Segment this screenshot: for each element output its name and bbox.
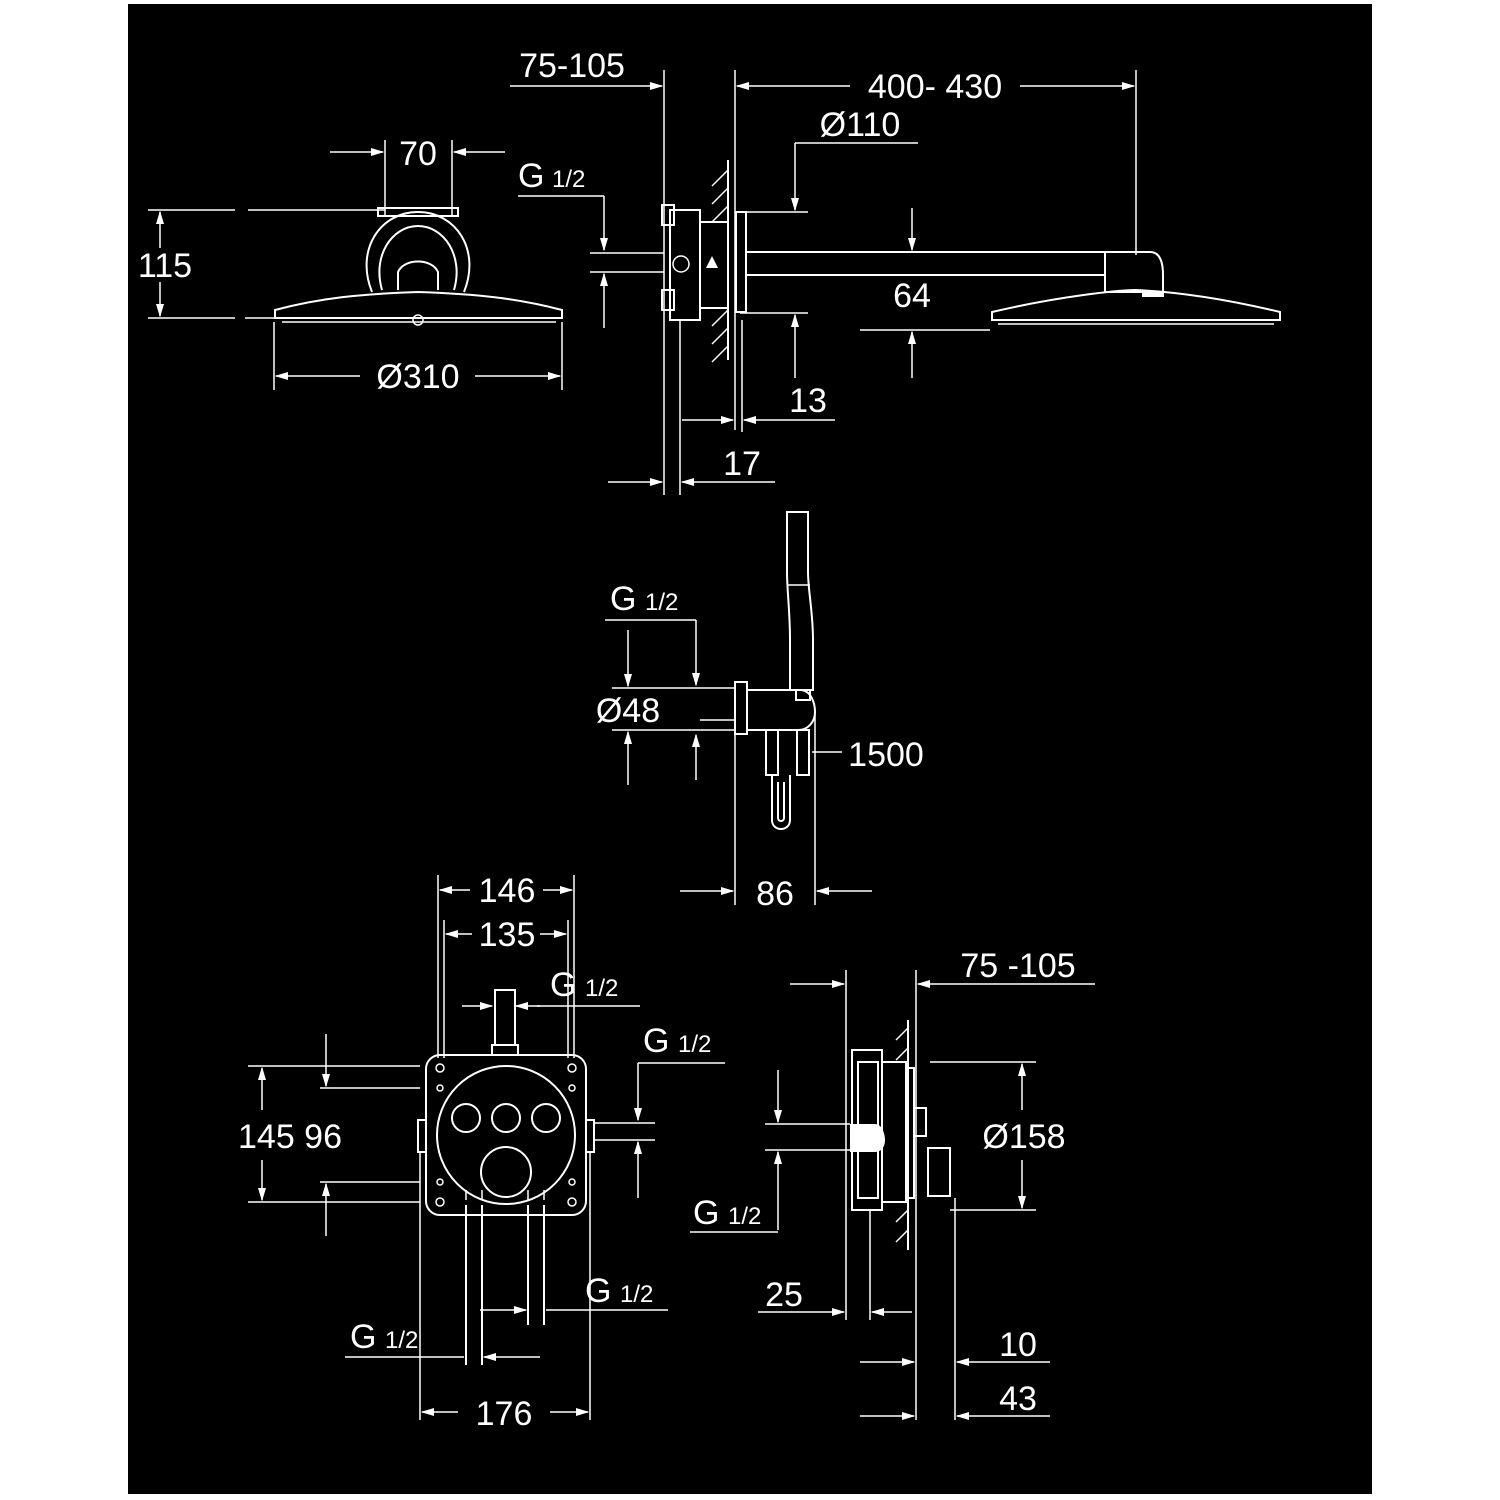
dim-86: 86 [756, 875, 794, 913]
dim-70: 70 [399, 135, 437, 173]
thread-g-valve-right: G [643, 1022, 669, 1060]
dim-75-105-valve: 75 -105 [960, 947, 1075, 985]
thread-g-arm: G [518, 157, 544, 195]
dim-17: 17 [723, 445, 761, 483]
thread-fraction-hand: 1/2 [645, 589, 678, 616]
dim-13: 13 [789, 382, 827, 420]
thread-fraction-arm: 1/2 [552, 166, 585, 193]
dim-145-96: 145 96 [238, 1118, 342, 1156]
thread-fraction-valve-bottom-right: 1/2 [620, 1281, 653, 1308]
dim-10: 10 [999, 1326, 1037, 1364]
thread-g-valve-bottom-left: G [350, 1318, 376, 1356]
dim-75-105-top: 75-105 [519, 47, 625, 85]
dim-1500: 1500 [848, 736, 924, 774]
dim-146: 146 [479, 872, 536, 910]
thread-g-side: G [693, 1194, 719, 1232]
thread-fraction-valve-top: 1/2 [585, 975, 618, 1002]
dim-25: 25 [765, 1276, 803, 1314]
thread-g-hand: G [610, 580, 636, 618]
drawing-background [128, 4, 1372, 1494]
thread-g-valve-bottom-right: G [585, 1272, 611, 1310]
thread-g-valve-top: G [550, 966, 576, 1004]
thread-fraction-side: 1/2 [728, 1203, 761, 1230]
valve-side-view: 75 -105 G 1/2 Ø158 25 [690, 947, 1095, 1421]
dim-diameter-310: Ø310 [376, 358, 459, 396]
valve-front-view: 146 135 G 1/2 [238, 872, 725, 1433]
dim-diameter-48: Ø48 [596, 692, 660, 730]
dim-176: 176 [476, 1395, 533, 1433]
shower-head-front-view: 70 115 Ø310 [138, 135, 563, 396]
thread-fraction-valve-right: 1/2 [678, 1031, 711, 1058]
dim-diameter-158: Ø158 [982, 1118, 1065, 1156]
dim-64: 64 [893, 277, 931, 315]
dim-400-430: 400- 430 [868, 68, 1002, 106]
dim-135: 135 [479, 916, 536, 954]
dim-115: 115 [138, 247, 192, 285]
shower-arm-side-view: 75-105 400- 430 Ø110 G 1/2 [510, 47, 1281, 495]
thread-fraction-valve-bottom-left: 1/2 [385, 1327, 418, 1354]
dim-43: 43 [999, 1380, 1037, 1418]
hand-shower-view: G 1/2 Ø48 1500 86 [596, 511, 924, 913]
dim-diameter-110: Ø110 [820, 106, 901, 144]
